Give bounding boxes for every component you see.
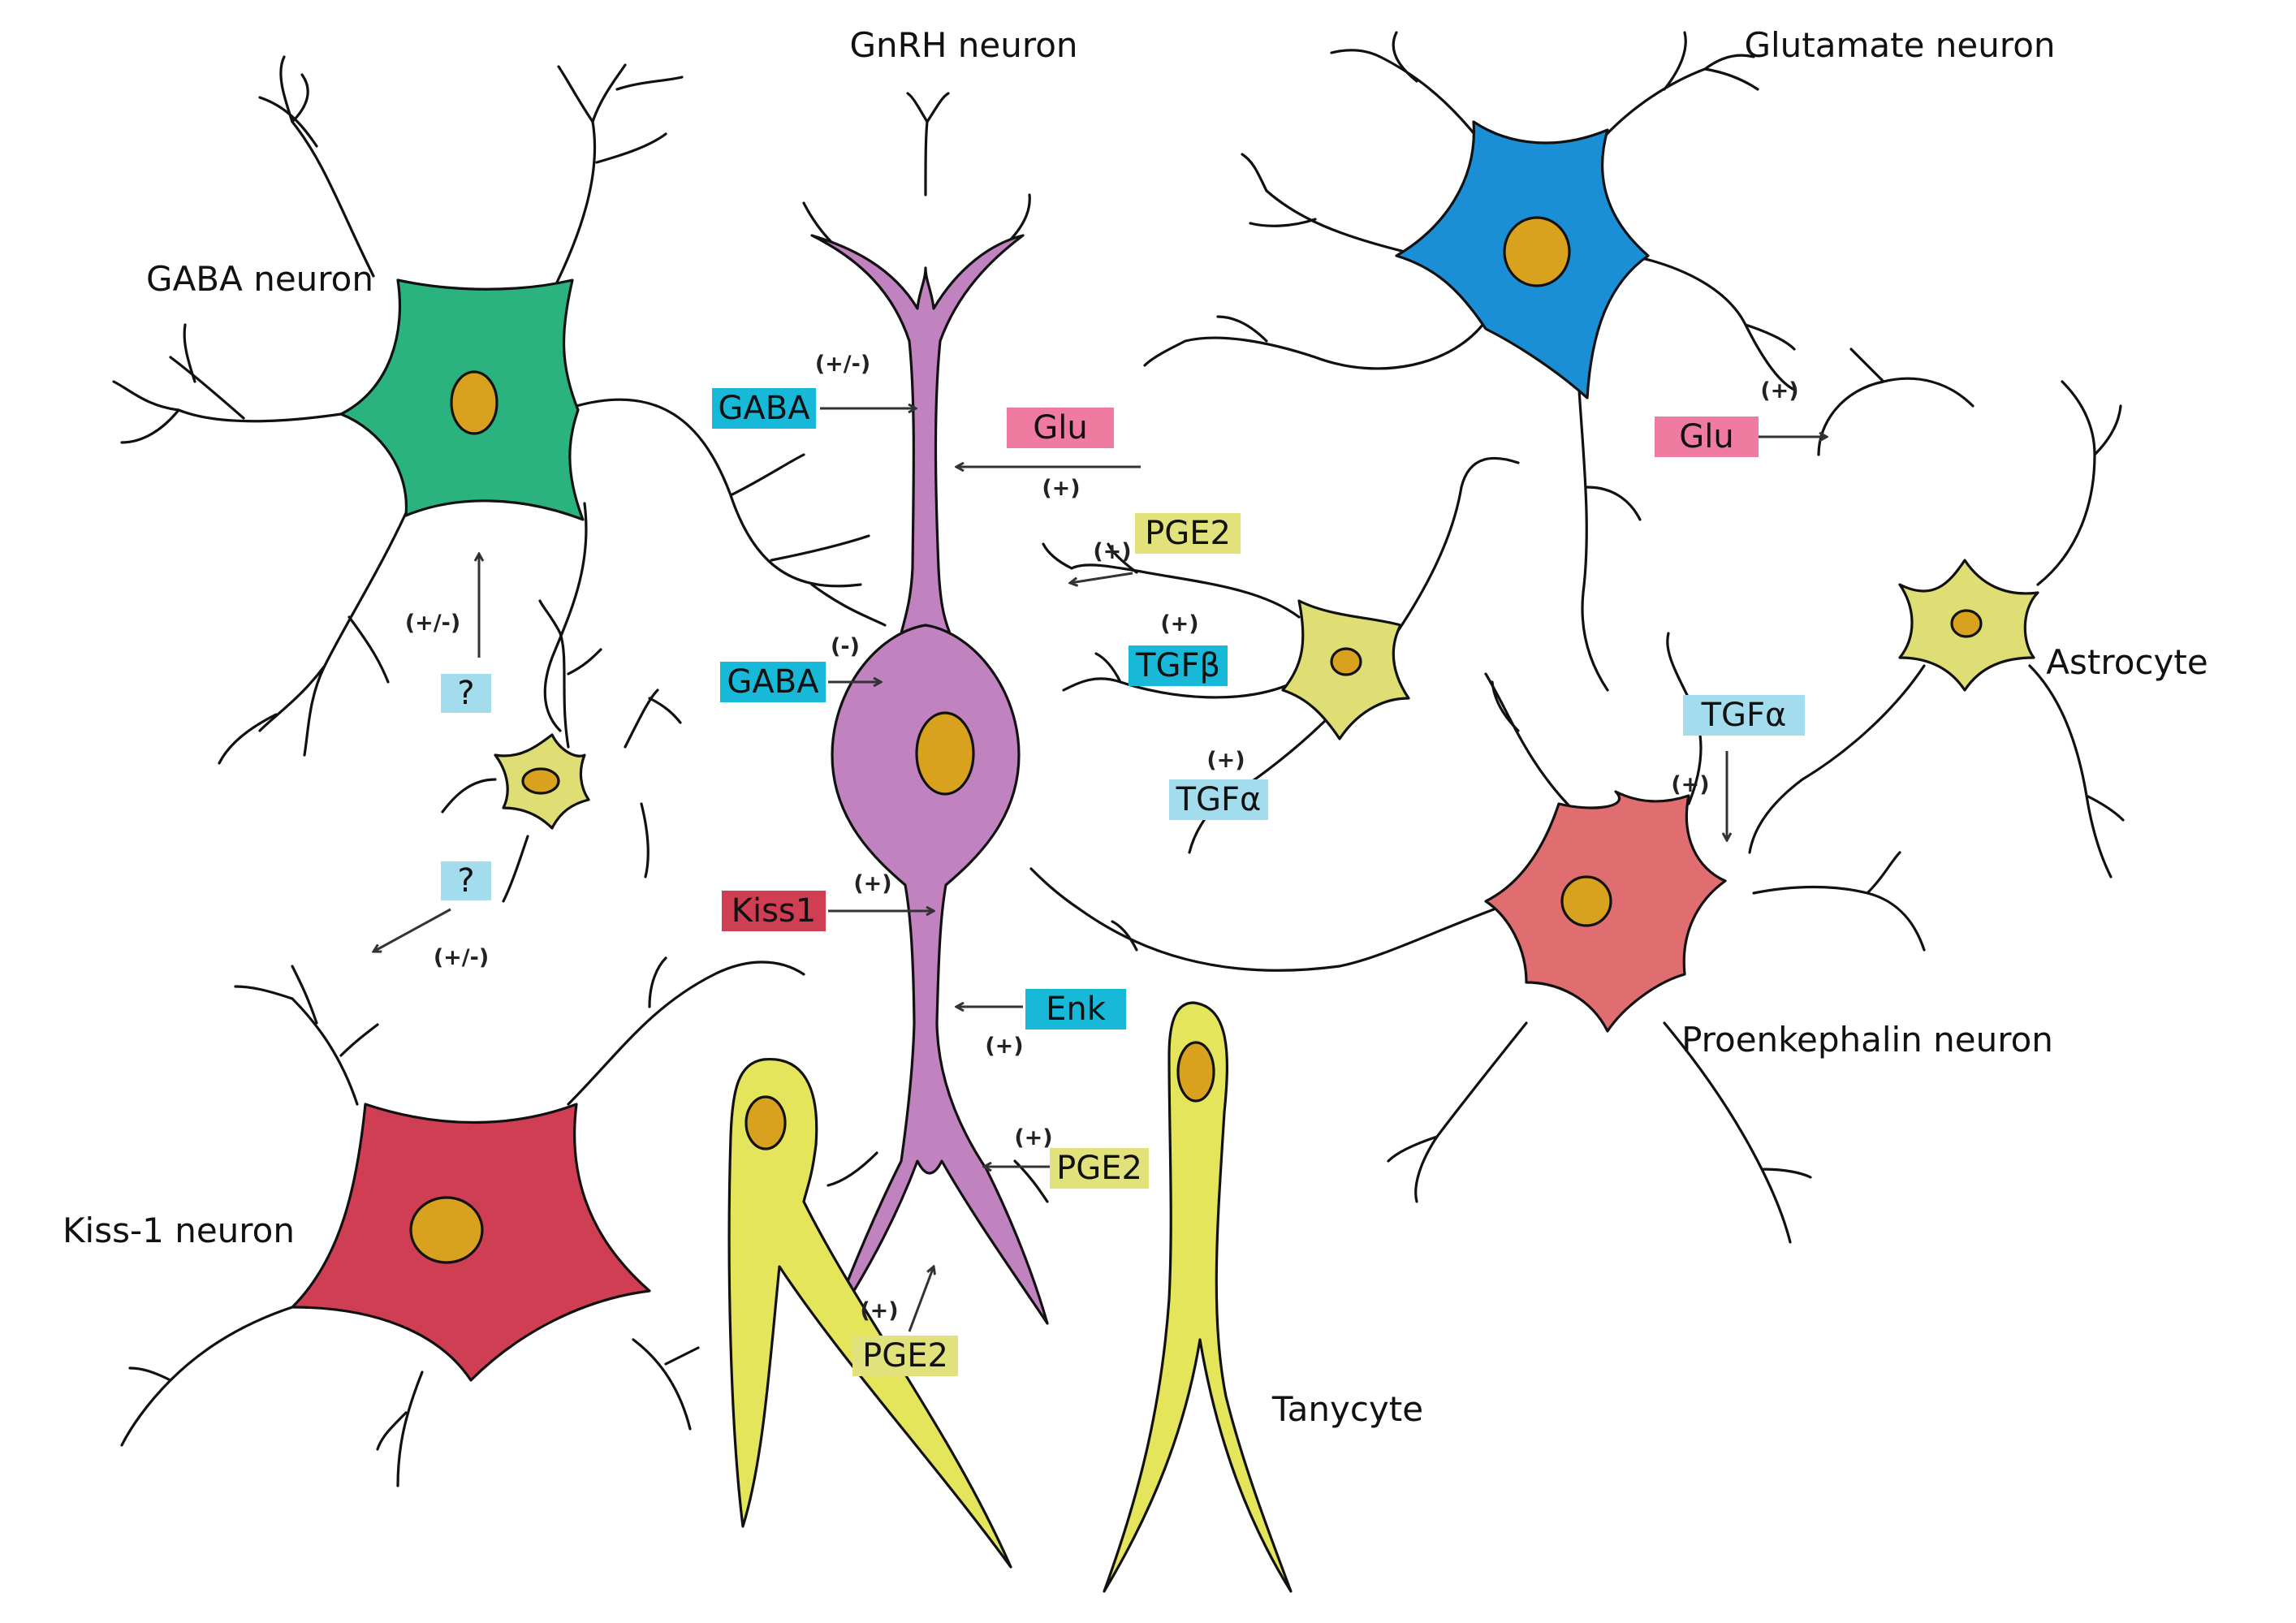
tanycyte-label: Tanycyte <box>1271 1389 1423 1429</box>
tag-glu-right: Glu <box>1655 417 1759 457</box>
tag-gaba-top: GABA <box>712 388 816 429</box>
tag-pge2-bottom-text: PGE2 <box>862 1337 948 1375</box>
gaba-nucleus <box>450 370 498 435</box>
gnrh-dendrite <box>810 234 1025 635</box>
sign-pge2-bottom: (+) <box>860 1298 898 1323</box>
sign-pge2-glia: (+) <box>1093 539 1131 564</box>
glial-left-nucleus <box>521 767 560 795</box>
tag-enk-text: Enk <box>1046 991 1107 1028</box>
tag-unknown-bottom-text: ? <box>457 862 474 900</box>
sign-tgfa-center: (+) <box>1206 748 1245 773</box>
astrocyte-label: Astrocyte <box>2046 642 2208 682</box>
sign-pge2-right: (+) <box>1014 1125 1052 1150</box>
glial-cell-center <box>1042 456 1520 854</box>
tag-tgfb: TGFβ <box>1129 645 1228 686</box>
tag-unknown-bottom: ? <box>441 861 491 900</box>
glutamate-neuron <box>1143 31 1796 692</box>
kiss1-nucleus <box>409 1196 484 1264</box>
tag-tgfa-center: TGFα <box>1169 779 1268 820</box>
tag-kiss1-text: Kiss1 <box>732 892 816 930</box>
kiss1-neuron <box>120 956 805 1487</box>
tanycyte-left-body <box>727 1058 1012 1569</box>
tag-glu-center-text: Glu <box>1033 409 1087 447</box>
tag-pge2-glia: PGE2 <box>1135 513 1241 554</box>
sign-kiss1: (+) <box>853 871 891 896</box>
gaba-neuron <box>112 55 887 765</box>
sign-enk: (+) <box>985 1034 1023 1059</box>
tag-enk: Enk <box>1025 989 1126 1029</box>
proenkephalin-neuron <box>1029 632 1926 1244</box>
tag-kiss1: Kiss1 <box>722 891 826 931</box>
tanycyte-right <box>1103 1001 1293 1593</box>
glial-cell-left <box>441 599 682 903</box>
astrocyte-nucleus <box>1950 609 1983 638</box>
tag-glu-center: Glu <box>1007 408 1114 448</box>
tanycyte-right-nucleus <box>1176 1041 1215 1103</box>
signal-arrows <box>373 408 1827 1332</box>
tag-tgfa-right: TGFα <box>1683 695 1805 736</box>
tag-gaba-top-text: GABA <box>718 390 810 427</box>
sign-unknown-top: (+/-) <box>405 611 460 636</box>
astrocyte <box>1748 347 2125 878</box>
tag-gaba-mid: GABA <box>720 662 826 702</box>
sign-unknown-bottom: (+/-) <box>434 945 489 970</box>
proenkephalin-nucleus <box>1560 875 1612 927</box>
tag-pge2-right: PGE2 <box>1050 1148 1149 1189</box>
tag-pge2-bottom: PGE2 <box>852 1336 958 1376</box>
gnrh-soma <box>826 624 1049 1333</box>
tag-pge2-right-text: PGE2 <box>1056 1150 1142 1187</box>
tag-gaba-mid-text: GABA <box>727 663 819 701</box>
tanycyte-left <box>727 1058 1012 1569</box>
tag-unknown-top: ? <box>441 674 491 713</box>
sign-glu-right: (+) <box>1760 378 1798 404</box>
tanycyte-left-nucleus <box>744 1095 787 1150</box>
glutamate-nucleus <box>1503 216 1571 287</box>
glial-center-nucleus <box>1330 647 1362 676</box>
gaba-neuron-label: GABA neuron <box>146 259 373 299</box>
sign-glu-center: (+) <box>1042 476 1080 501</box>
sign-gaba-mid: (-) <box>831 634 860 659</box>
tag-tgfa-right-text: TGFα <box>1701 697 1787 734</box>
gnrh-nucleus <box>915 711 975 796</box>
tag-unknown-top-text: ? <box>457 675 474 712</box>
sign-tgfb: (+) <box>1160 611 1198 637</box>
tanycyte-right-body <box>1103 1001 1293 1593</box>
tag-glu-right-text: Glu <box>1679 418 1733 455</box>
kiss1-neuron-label: Kiss-1 neuron <box>63 1211 295 1250</box>
tag-tgfb-text: TGFβ <box>1135 647 1220 684</box>
sign-gaba-top: (+/-) <box>815 352 870 377</box>
glutamate-neuron-label: Glutamate neuron <box>1744 25 2055 65</box>
sign-tgfa-right: (+) <box>1671 772 1709 797</box>
gnrh-neuron <box>802 92 1049 1333</box>
tag-pge2-glia-text: PGE2 <box>1145 515 1231 552</box>
gnrh-neuron-label: GnRH neuron <box>849 25 1077 65</box>
tag-tgfa-center-text: TGFα <box>1176 781 1262 818</box>
proenkephalin-neuron-label: Proenkephalin neuron <box>1681 1020 2053 1060</box>
